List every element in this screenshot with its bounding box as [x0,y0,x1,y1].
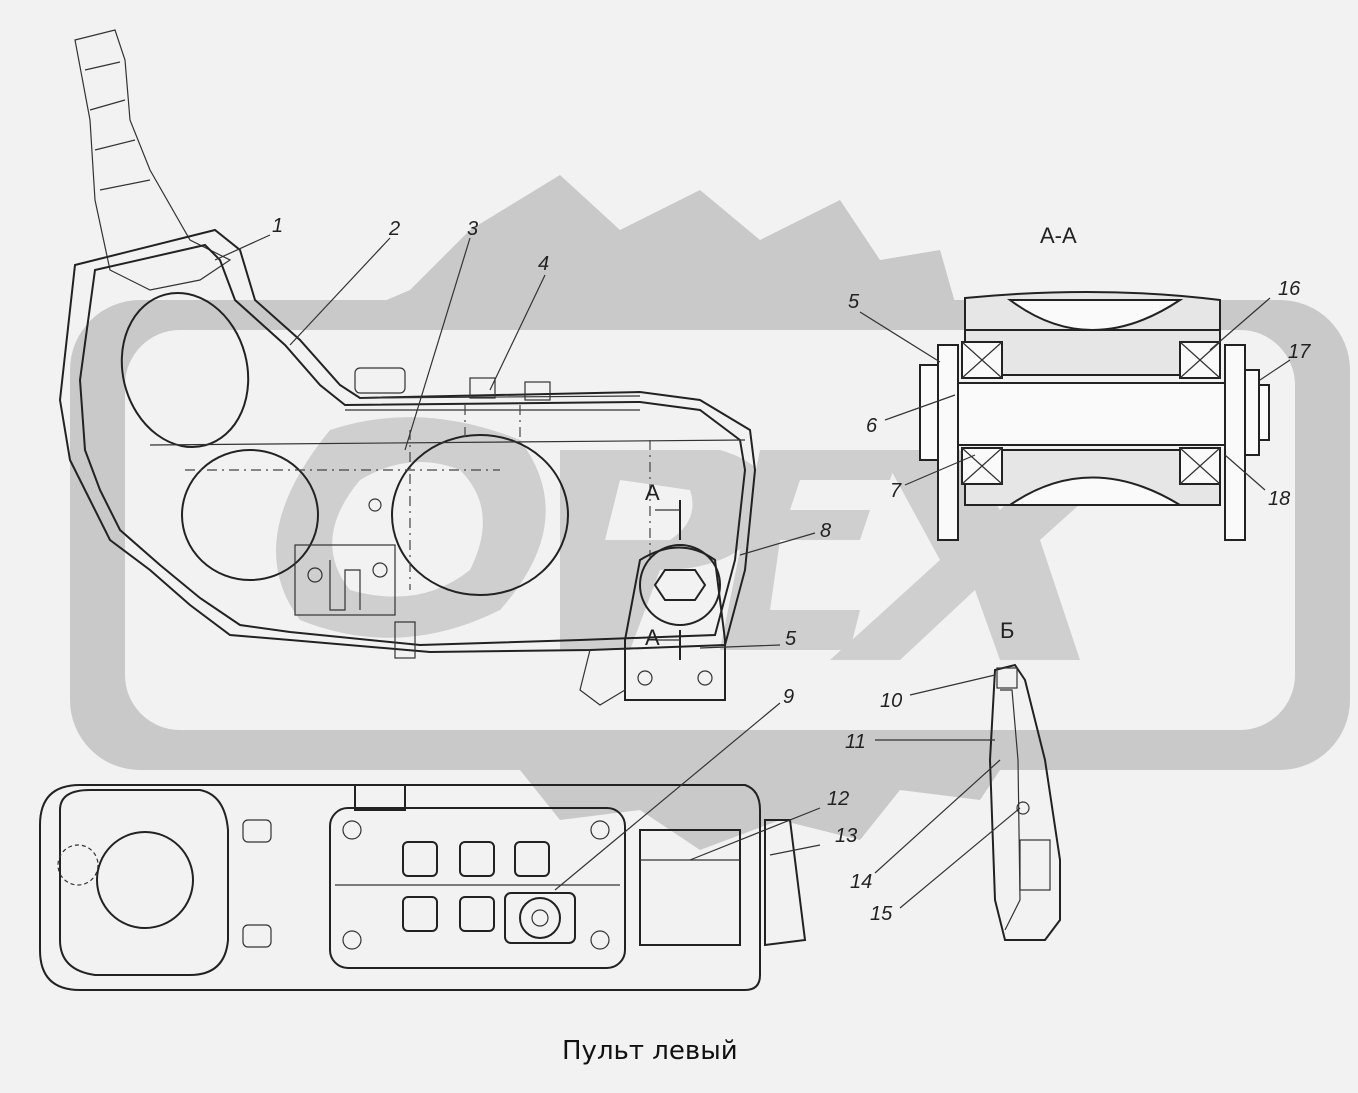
callout-1: 1 [272,215,283,237]
callout-3: 3 [467,218,478,240]
section-aa-label: А-А [1040,223,1077,248]
callout-9: 9 [783,686,794,708]
callout-15: 15 [870,903,893,925]
callout-7: 7 [890,480,902,502]
callout-18: 18 [1268,488,1290,510]
view-b [988,663,1061,941]
callout-17: 17 [1288,341,1311,363]
console-top-view [39,784,807,991]
callout-4: 4 [538,253,549,275]
callout-13: 13 [835,825,857,847]
view-b-label: Б [1000,618,1014,643]
callout-12: 12 [827,788,849,810]
callout-labels: 1 2 3 4 5 5 6 7 8 9 10 11 12 13 14 15 16… [272,215,1311,925]
cut-a-bottom-label: А [645,625,660,650]
callout-11: 11 [845,731,866,753]
section-labels: А-А А А Б [645,223,1077,650]
leader-lines [214,234,1291,909]
section-aa [919,290,1270,541]
console-side-view [58,29,757,706]
callout-5-top: 5 [848,291,860,313]
diagram-title: Пульт левый [562,1036,738,1066]
callout-2: 2 [388,218,400,240]
cut-a-top-label: А [645,480,660,505]
callout-16: 16 [1278,278,1301,300]
callout-5-bottom: 5 [785,628,797,650]
callout-10: 10 [880,690,902,712]
callout-14: 14 [850,871,872,893]
callout-6: 6 [866,415,878,437]
callout-8: 8 [820,520,831,542]
